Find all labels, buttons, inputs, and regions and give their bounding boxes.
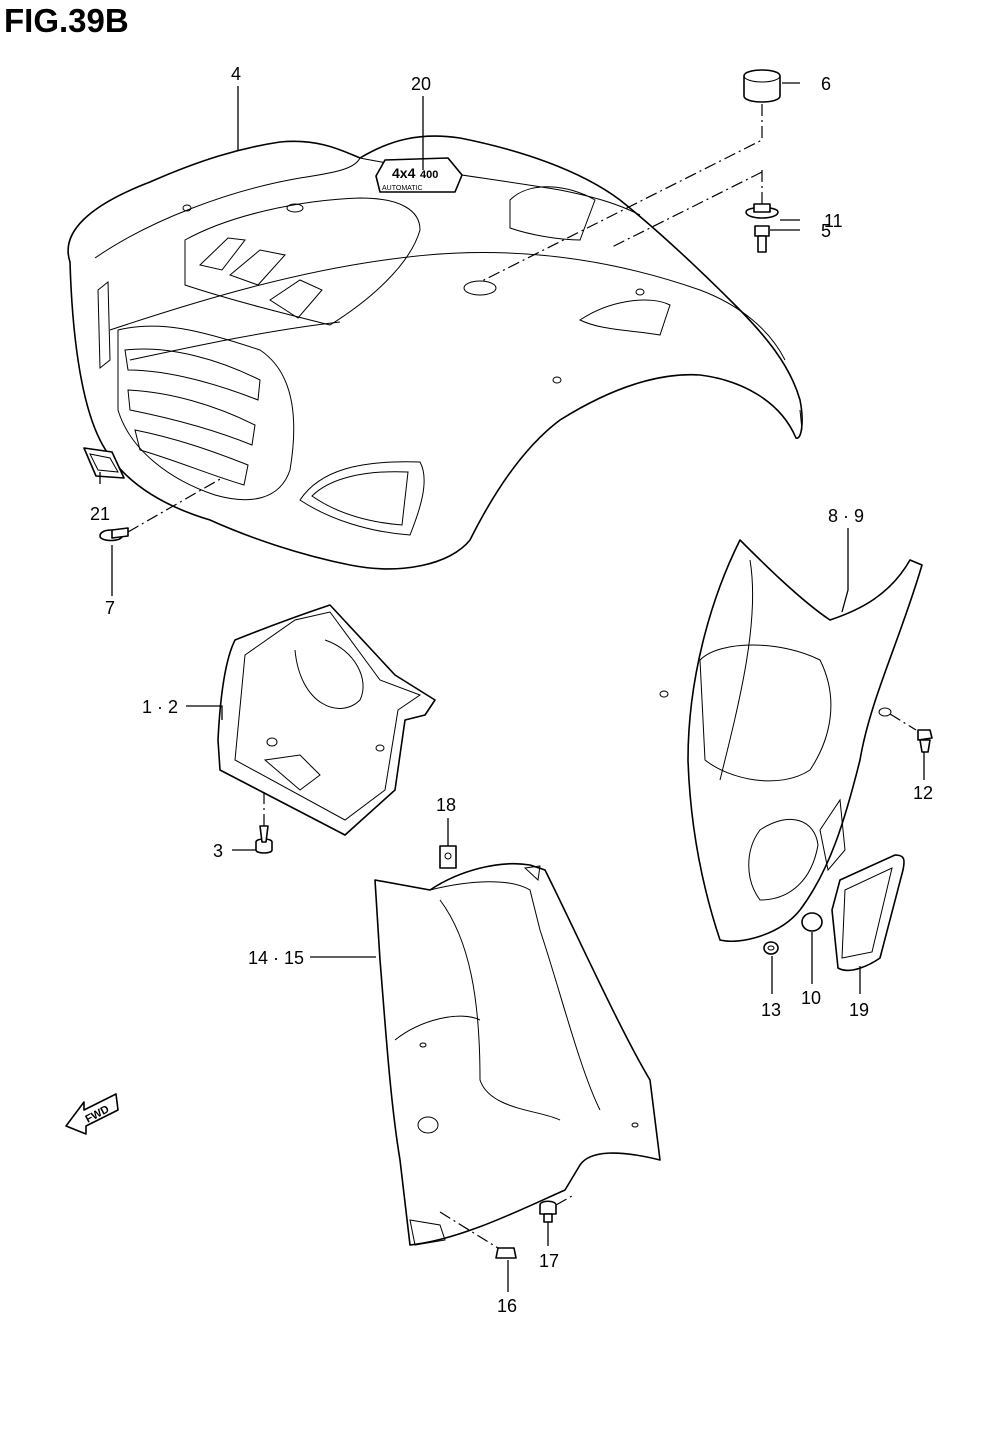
callout-13: 13 xyxy=(761,1000,781,1020)
callout-11: 11 xyxy=(824,211,843,231)
bolt xyxy=(754,225,770,237)
decal-text-4x4: 4x4 xyxy=(392,165,416,181)
screw-7 xyxy=(99,477,223,542)
mount-hardware xyxy=(479,69,781,283)
side-panel xyxy=(659,539,923,942)
callout-6: 6 xyxy=(821,74,831,94)
callout-14-15: 14 · 15 xyxy=(248,948,304,968)
fwd-direction-arrow: FWD xyxy=(65,1093,119,1135)
grommet-small xyxy=(801,912,823,932)
fastener-17 xyxy=(539,1195,573,1223)
figure-title: FIG.39B xyxy=(4,2,129,39)
grommet xyxy=(743,69,781,103)
callout-3: 3 xyxy=(213,841,223,861)
callout-20: 20 xyxy=(411,74,431,94)
screw-3 xyxy=(255,790,273,854)
fastener-16 xyxy=(439,1211,517,1259)
clip-18 xyxy=(439,845,457,869)
callout-8-9: 8 · 9 xyxy=(828,506,864,526)
decal-4x4-400: 4x4 400 AUTOMATIC xyxy=(375,157,463,193)
small-parts-right xyxy=(763,854,905,972)
front-fender: 4x4 400 AUTOMATIC xyxy=(67,135,803,570)
callout-5: 5 xyxy=(821,221,831,241)
callout-21: 21 xyxy=(90,504,110,524)
callout-18: 18 xyxy=(436,795,456,815)
callout-17: 17 xyxy=(539,1251,559,1271)
washer xyxy=(763,941,779,955)
callout-7: 7 xyxy=(105,598,115,618)
emblem xyxy=(83,447,125,479)
lower-inner-panel xyxy=(374,862,661,1246)
callout-4: 4 xyxy=(231,64,241,84)
callout-1-2: 1 · 2 xyxy=(142,697,178,717)
callout-10: 10 xyxy=(801,988,821,1008)
decal-text-400: 400 xyxy=(420,169,438,181)
callout-12: 12 xyxy=(913,783,933,803)
cover xyxy=(831,854,905,972)
callout-labels: 4 20 6 11 5 21 7 8 · 9 1 · 2 12 18 3 14 … xyxy=(90,64,933,1316)
callout-16: 16 xyxy=(497,1296,517,1316)
decal-text-automatic: AUTOMATIC xyxy=(382,185,423,192)
inner-fender-tray xyxy=(217,604,436,836)
leader-lines xyxy=(99,82,925,1292)
screw-12 xyxy=(889,713,933,753)
callout-19: 19 xyxy=(849,1000,869,1020)
fwd-label: FWD xyxy=(84,1103,112,1125)
